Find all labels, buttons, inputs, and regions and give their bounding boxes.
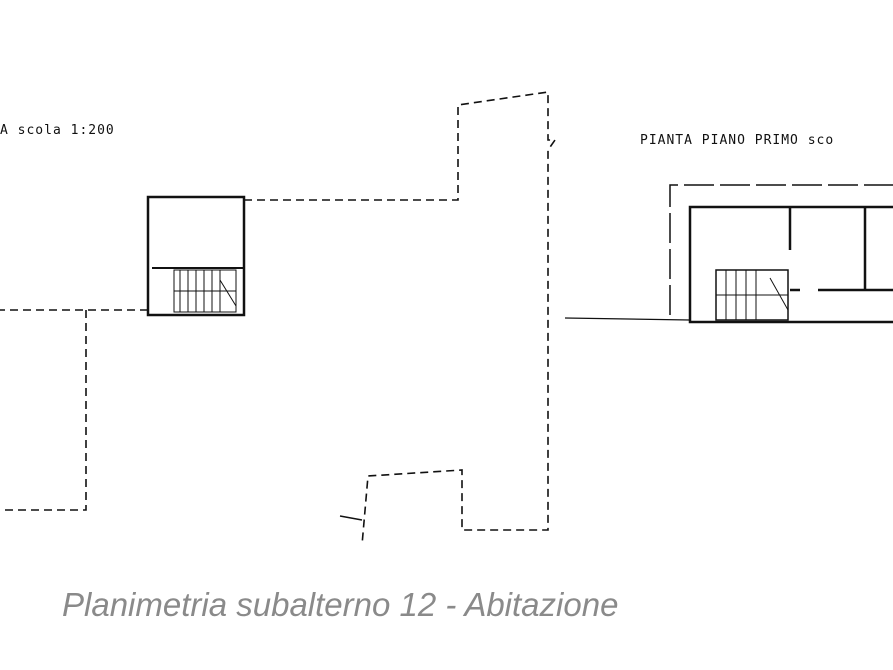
boundary-line xyxy=(564,317,691,321)
gate-mark xyxy=(339,515,363,521)
courtyard-dashed-outline xyxy=(0,91,557,546)
ground-floor-building xyxy=(146,195,246,317)
first-floor-dashed-outline xyxy=(669,184,893,315)
caption: Planimetria subalterno 12 - Abitazione xyxy=(62,586,619,623)
first-floor-building xyxy=(688,205,893,324)
left-plan-title: A scola 1:200 xyxy=(0,123,115,138)
stairs xyxy=(173,269,237,313)
right-plan-title: PIANTA PIANO PRIMO sco xyxy=(640,133,835,148)
